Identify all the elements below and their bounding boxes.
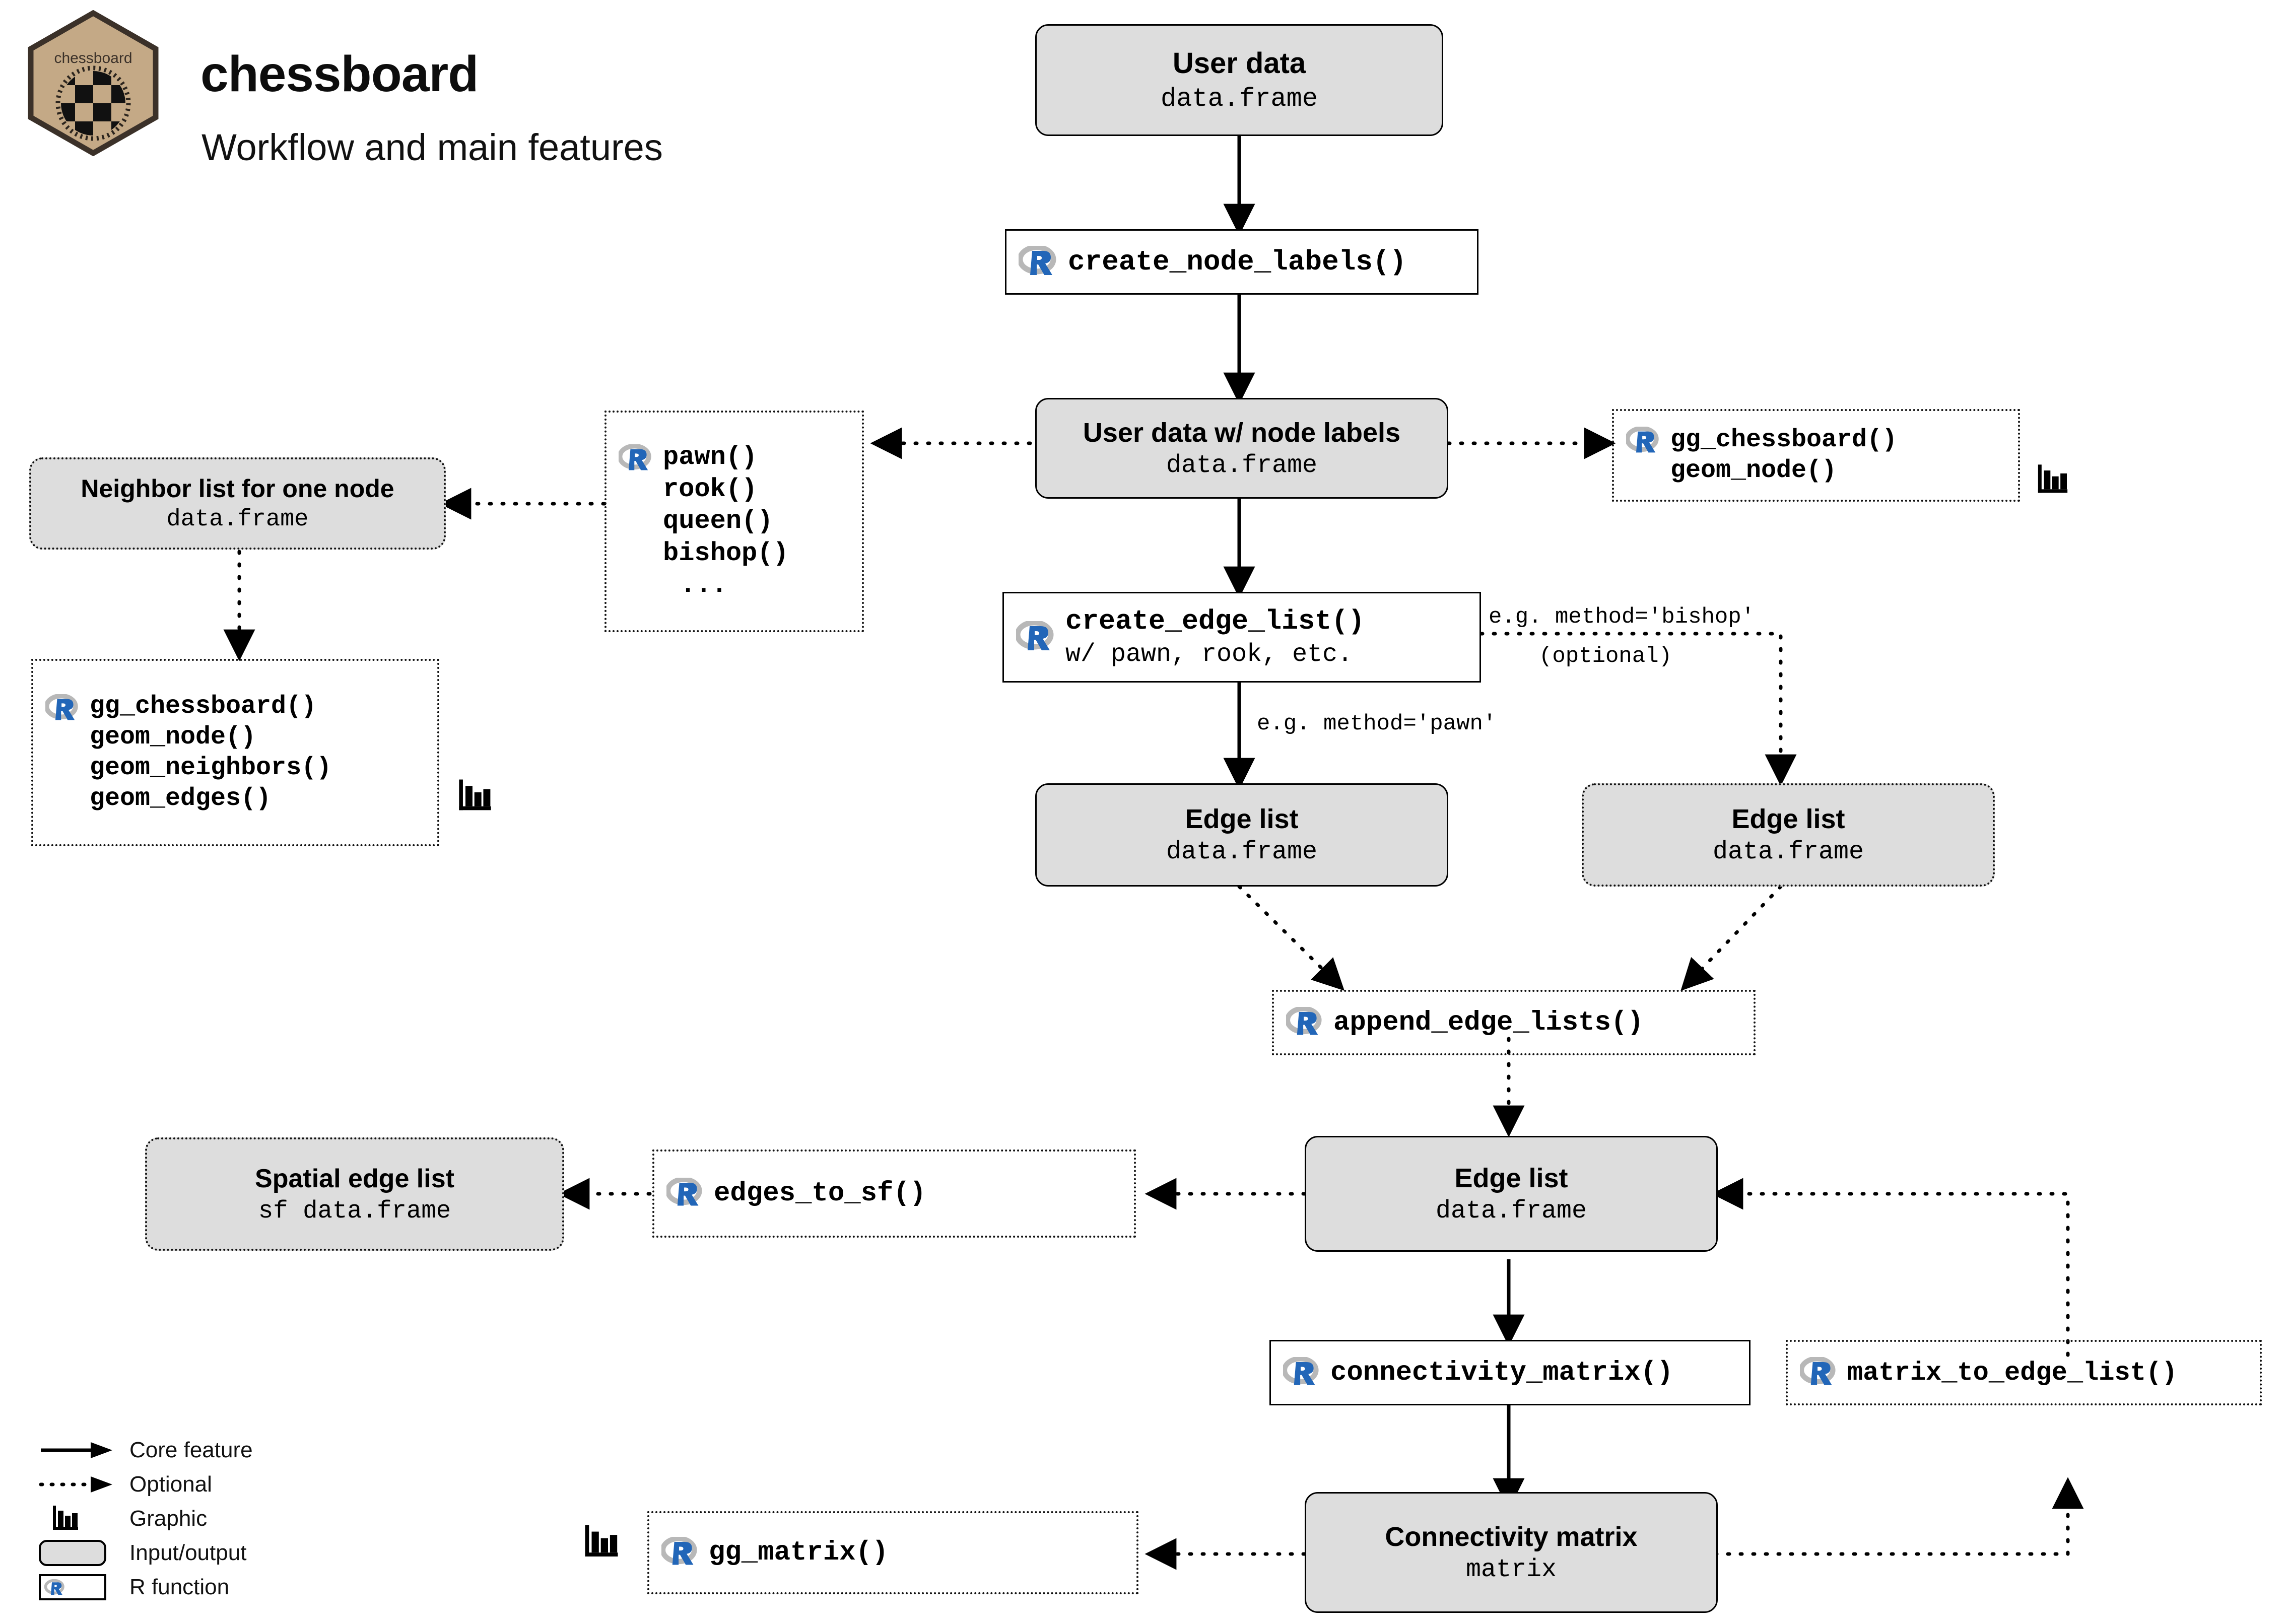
solid-arrow-icon <box>38 1433 118 1467</box>
legend-item-core-feature: Core feature <box>38 1433 390 1467</box>
r-logo-icon <box>660 1536 698 1569</box>
fn-line: gg_chessboard() <box>90 692 317 721</box>
node-title: Edge list <box>1731 804 1845 834</box>
r-function-box-icon <box>38 1570 118 1604</box>
dotted-arrow-icon <box>38 1467 118 1502</box>
node-spatial-edge-list: Spatial edge list sf data.frame <box>145 1137 564 1251</box>
node-matrix-to-edge-list[interactable]: matrix_to_edge_list() <box>1786 1340 2262 1405</box>
piece-function-list: pawn() rook() queen() bishop() ... <box>663 441 789 601</box>
node-connectivity-matrix: Connectivity matrix matrix <box>1305 1492 1718 1613</box>
r-logo-icon <box>1015 620 1054 654</box>
r-logo-icon <box>617 444 652 474</box>
function-name: connectivity_matrix() <box>1330 1357 1673 1388</box>
node-create-node-labels[interactable]: create_node_labels() <box>1005 229 1478 295</box>
function-name: create_edge_list() <box>1065 605 1365 637</box>
node-subtitle: data.frame <box>1435 1196 1587 1226</box>
node-neighbor-list: Neighbor list for one node data.frame <box>29 457 446 550</box>
page-title: chessboard <box>200 46 479 102</box>
fn-line: geom_edges() <box>90 784 272 813</box>
node-subtitle: matrix <box>1465 1555 1557 1584</box>
fn-line: gg_chessboard() <box>1670 426 1898 454</box>
node-append-edge-lists[interactable]: append_edge_lists() <box>1272 990 1756 1055</box>
node-title: Edge list <box>1185 804 1299 834</box>
fn-line: geom_neighbors() <box>90 754 332 782</box>
hex-logo-text: chessboard <box>54 50 132 66</box>
r-logo-icon <box>1017 244 1057 279</box>
legend: Core feature Optional Graphic Input/ou <box>38 1433 390 1604</box>
bar-chart-icon <box>38 1502 118 1536</box>
bar-chart-icon <box>459 779 491 810</box>
r-logo-icon <box>665 1177 703 1209</box>
node-subtitle: data.frame <box>1712 838 1864 866</box>
fn-line: pawn() <box>663 442 758 472</box>
node-title: Connectivity matrix <box>1385 1521 1638 1552</box>
node-piece-functions[interactable]: pawn() rook() queen() bishop() ... <box>604 411 864 632</box>
node-subtitle: sf data.frame <box>258 1196 451 1225</box>
node-subtitle: data.frame <box>1166 451 1318 480</box>
node-title: Edge list <box>1454 1163 1568 1193</box>
legend-item-r-function: R function <box>38 1570 390 1604</box>
node-subtitle: data.frame <box>1166 838 1318 866</box>
legend-label: Graphic <box>129 1506 208 1531</box>
function-note: w/ pawn, rook, etc. <box>1065 640 1353 669</box>
node-title: Spatial edge list <box>255 1164 454 1193</box>
node-user-data-with-labels: User data w/ node labels data.frame <box>1035 398 1448 499</box>
r-logo-icon <box>1282 1356 1319 1389</box>
node-user-data: User data data.frame <box>1035 24 1443 136</box>
r-logo-icon <box>1798 1356 1836 1389</box>
legend-item-optional: Optional <box>38 1467 390 1502</box>
legend-label: Core feature <box>129 1438 253 1462</box>
function-name: create_node_labels() <box>1068 246 1407 278</box>
fn-line-ellipsis: ... <box>680 570 727 600</box>
fn-line: queen() <box>663 506 773 536</box>
fn-line: geom_node() <box>90 723 256 752</box>
node-edges-to-sf[interactable]: edges_to_sf() <box>652 1149 1136 1238</box>
edge-label-pawn-method: e.g. method='pawn' <box>1257 711 1497 736</box>
r-logo-icon <box>1625 426 1659 456</box>
legend-label: R function <box>129 1575 230 1599</box>
node-title: User data <box>1172 47 1306 80</box>
edge-label-optional: (optional) <box>1539 644 1672 669</box>
node-title: User data w/ node labels <box>1083 417 1401 448</box>
node-subtitle: data.frame <box>1160 84 1318 114</box>
function-name: gg_matrix() <box>709 1537 889 1568</box>
function-name: append_edge_lists() <box>1333 1007 1644 1038</box>
node-edge-list-main: Edge list data.frame <box>1305 1136 1718 1252</box>
rounded-box-icon <box>38 1536 118 1570</box>
node-gg-nodes-functions[interactable]: gg_chessboard() geom_node() <box>1612 409 2020 502</box>
function-name: matrix_to_edge_list() <box>1847 1358 2178 1388</box>
node-connectivity-matrix-fn[interactable]: connectivity_matrix() <box>1269 1340 1751 1405</box>
fn-line: geom_node() <box>1670 456 1837 485</box>
legend-label: Input/output <box>129 1540 247 1565</box>
edge-label-bishop-method: e.g. method='bishop' <box>1489 604 1755 630</box>
fn-line: rook() <box>663 474 758 504</box>
node-edge-list-bishop: Edge list data.frame <box>1582 783 1995 887</box>
node-gg-matrix[interactable]: gg_matrix() <box>647 1511 1138 1594</box>
gg-nodes-function-list: gg_chessboard() geom_node() <box>1670 425 1897 486</box>
node-gg-neighbors-functions[interactable]: gg_chessboard() geom_node() geom_neighbo… <box>31 659 439 846</box>
page-subtitle: Workflow and main features <box>201 126 663 168</box>
node-title: Neighbor list for one node <box>81 475 394 503</box>
r-logo-icon <box>44 693 79 724</box>
legend-label: Optional <box>129 1472 212 1497</box>
bar-chart-icon <box>585 1525 618 1557</box>
node-subtitle: data.frame <box>166 506 309 533</box>
chessboard-hex-logo: chessboard <box>28 10 159 156</box>
legend-item-graphic: Graphic <box>38 1502 390 1536</box>
legend-item-input-output: Input/output <box>38 1536 390 1570</box>
node-edge-list-pawn: Edge list data.frame <box>1035 783 1448 887</box>
node-create-edge-list[interactable]: create_edge_list() w/ pawn, rook, etc. <box>1002 592 1481 683</box>
bar-chart-icon <box>2038 464 2068 493</box>
function-name: edges_to_sf() <box>714 1178 926 1209</box>
fn-line: bishop() <box>663 538 789 568</box>
gg-neighbors-function-list: gg_chessboard() geom_node() geom_neighbo… <box>90 691 331 814</box>
r-logo-icon <box>1285 1005 1322 1039</box>
